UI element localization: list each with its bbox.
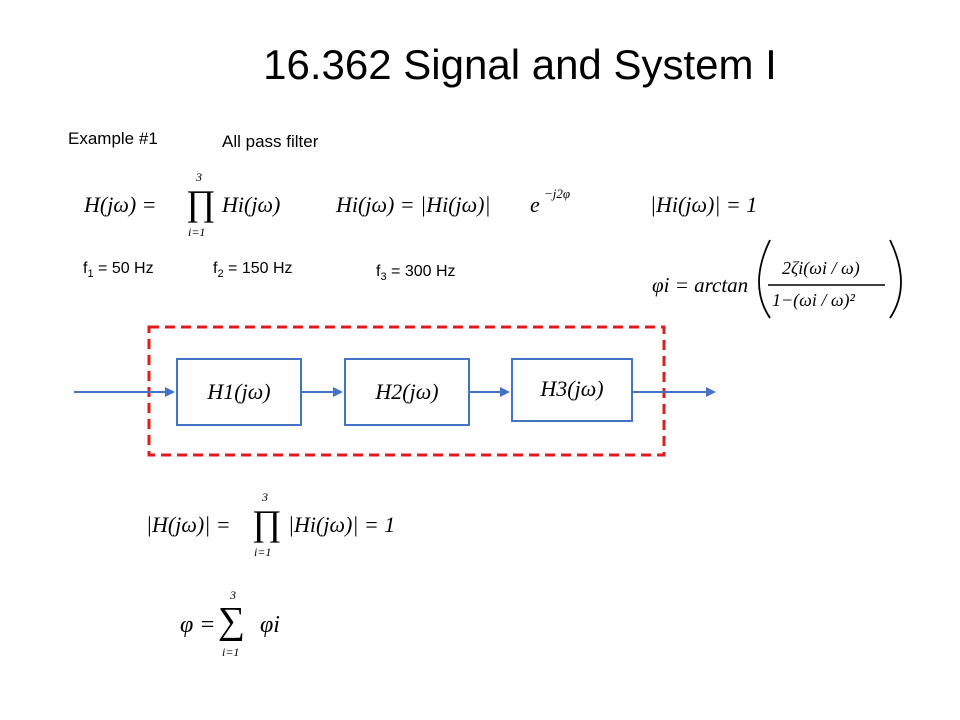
- freq-f3-value: = 300 Hz: [386, 263, 456, 280]
- freq-f2-value: = 150 Hz: [223, 260, 293, 277]
- eq6-upper-limit: 3: [230, 588, 236, 602]
- eq5-lower-limit: i=1: [254, 545, 272, 559]
- eq2-exponent: −j2φ: [544, 186, 571, 201]
- equation-unit-magnitude: |Hi(jω)| = 1: [650, 192, 758, 217]
- eq6-lhs: φ =: [180, 612, 216, 638]
- eq4-left-paren: [758, 239, 771, 319]
- freq-f1-value: = 50 Hz: [93, 260, 154, 277]
- eq1-lhs: H(jω) =: [84, 192, 157, 217]
- block-h2-label: H2(jω): [374, 379, 438, 404]
- eq4-denominator: 1−(ωi / ω)²: [772, 290, 855, 310]
- example-label: Example #1: [68, 129, 158, 148]
- eq4-lhs: φi = arctan: [652, 273, 749, 297]
- eq6-rhs: φi: [260, 612, 280, 638]
- freq-f3: f3 = 300 Hz: [376, 261, 456, 288]
- freq-f1-name: f: [83, 260, 88, 277]
- eq5-lhs: |H(jω)| =: [146, 512, 231, 537]
- freq-f1: f1 = 50 Hz: [83, 258, 154, 285]
- freq-f2-sub: 2: [217, 268, 224, 281]
- freq-f3-name: f: [376, 263, 381, 280]
- block-h1-label: H1(jω): [206, 379, 270, 404]
- block-h1: [176, 358, 302, 426]
- eq5-product-symbol: ∏: [252, 503, 282, 543]
- eq2-lhs: Hi(jω) = |Hi(jω)|: [336, 192, 491, 217]
- eq2-exp-base: e: [530, 192, 540, 217]
- freq-f2-name: f: [213, 260, 218, 277]
- block-h2: [344, 358, 470, 426]
- eq1-lower-limit: i=1: [188, 225, 206, 239]
- eq4-numerator: 2ζi(ωi / ω): [782, 258, 860, 278]
- eq5-upper-limit: 3: [262, 490, 268, 504]
- block-h3-label: H3(jω): [539, 376, 603, 401]
- eq6-lower-limit: i=1: [222, 645, 240, 659]
- eq6-sum-symbol: ∑: [218, 600, 246, 642]
- filter-type-label: All pass filter: [222, 132, 319, 151]
- freq-f2: f2 = 150 Hz: [213, 258, 293, 285]
- eq5-rhs: |Hi(jω)| = 1: [288, 512, 396, 537]
- eq1-upper-limit: 3: [196, 170, 202, 184]
- eq1-rhs: Hi(jω): [222, 192, 281, 217]
- eq1-product-symbol: ∏: [186, 183, 216, 223]
- slide-title: 16.362 Signal and System I: [263, 41, 777, 88]
- block-h3: [511, 358, 633, 422]
- freq-f3-sub: 3: [380, 271, 387, 284]
- freq-f1-sub: 1: [87, 268, 94, 281]
- eq4-right-paren: [889, 239, 902, 319]
